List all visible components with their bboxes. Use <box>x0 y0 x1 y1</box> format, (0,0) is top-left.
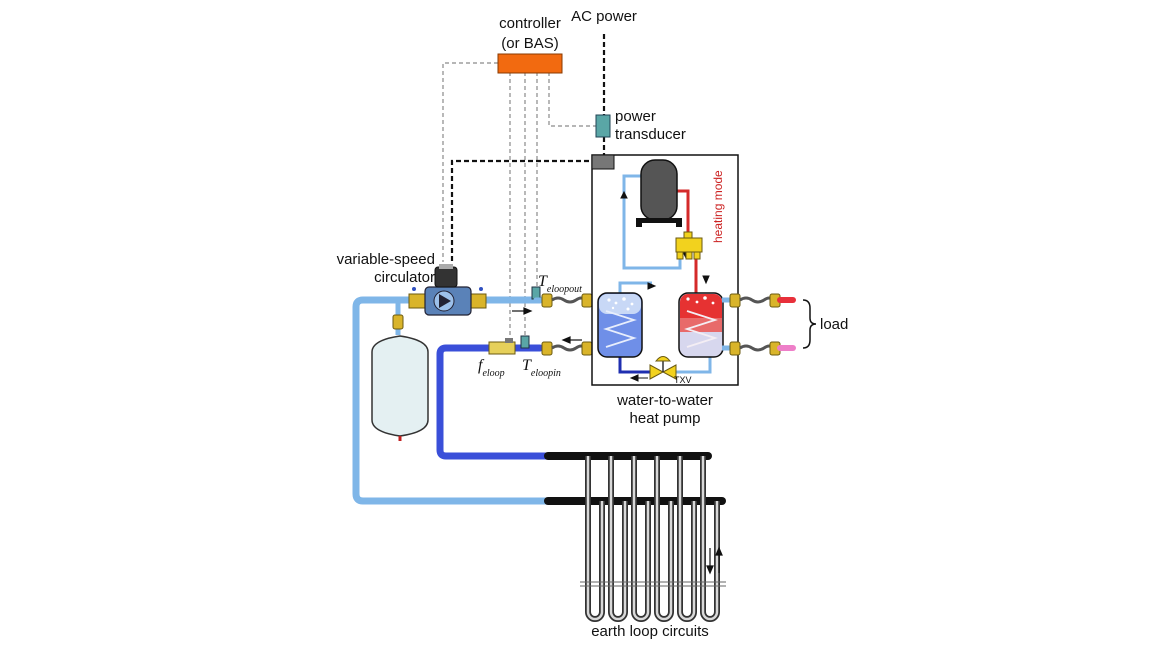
earth-loop-circuits <box>585 456 720 622</box>
earth-loop-supply-pipe <box>352 296 554 505</box>
expansion-tank <box>371 300 429 441</box>
txv-label: TXV <box>674 375 692 385</box>
controller-label-line1: controller <box>499 15 561 32</box>
circulator-label-line1: variable-speed <box>337 251 435 268</box>
temperature-sensor-in <box>520 335 530 349</box>
power-transducer-label-line2: transducer <box>615 126 686 143</box>
flow-meter-cap <box>505 338 513 343</box>
evaporator-heat-exchanger <box>597 292 643 358</box>
reversing-valve <box>675 231 703 260</box>
earth-loop-circuits-inner <box>586 456 719 621</box>
load-label: load <box>820 316 848 333</box>
t-eloopin-label: Teloopin <box>522 357 561 379</box>
refrigerant-lines <box>618 174 712 374</box>
ground-break-lines <box>580 581 726 587</box>
source-side-connections <box>533 293 600 356</box>
earth-loop-return-pipe <box>436 344 554 460</box>
expansion-valve <box>649 356 677 380</box>
power-wiring <box>450 34 606 264</box>
controller-label-line2: (or BAS) <box>501 35 559 52</box>
earth-loop-label: earth loop circuits <box>591 623 709 640</box>
heat-pump-label-line1: water-to-water <box>616 392 713 409</box>
pipe-flow-arrows <box>512 307 582 344</box>
load-brace <box>802 299 817 349</box>
loop-flow-arrows <box>706 546 723 575</box>
condenser-heat-exchanger <box>678 292 724 358</box>
load-side-connections <box>722 293 796 356</box>
heat-pump-label-line2: heat pump <box>630 410 701 427</box>
controller-box <box>497 53 563 74</box>
power-transducer-label-line1: power <box>615 108 656 125</box>
heat-pump-electrical-box <box>591 154 615 170</box>
heating-mode-label: heating mode <box>711 170 725 243</box>
t-eloopout-label: Teloopout <box>538 273 582 295</box>
circulator-label-line2: circulator <box>374 269 435 286</box>
f-eloop-label: feloop <box>478 357 505 379</box>
refrigerant-flow-arrows <box>620 190 710 382</box>
variable-speed-circulator <box>408 264 487 316</box>
flow-meter <box>488 341 516 355</box>
ac-power-label: AC power <box>571 8 637 25</box>
compressor <box>636 159 682 227</box>
power-transducer-box <box>595 114 611 138</box>
